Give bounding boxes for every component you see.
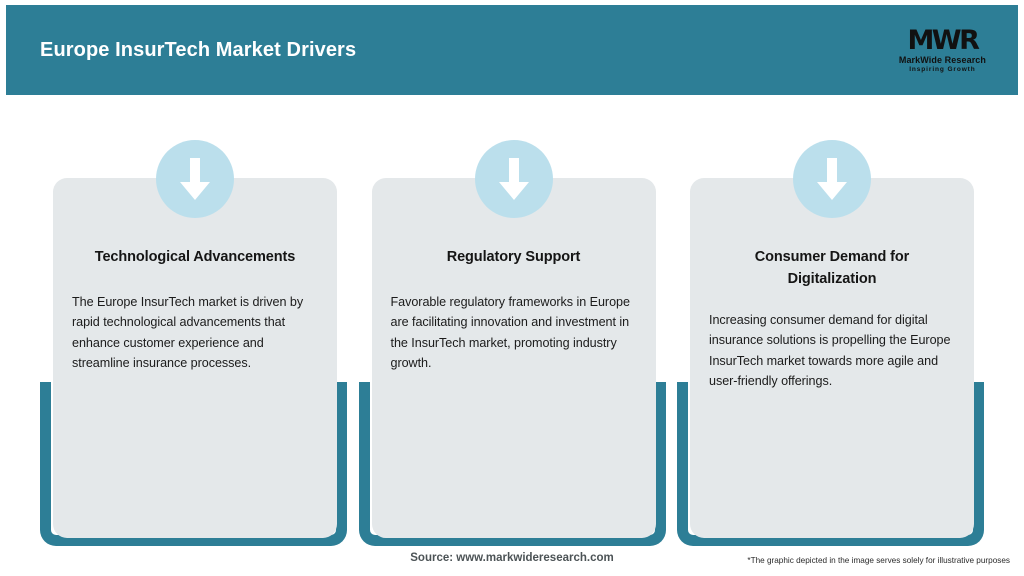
driver-card-body-1: Technological Advancements The Europe In… <box>53 140 337 538</box>
driver-card-title-3: Consumer Demand for Digitalization <box>754 249 910 288</box>
driver-card-2: Regulatory Support Favorable regulatory … <box>358 140 666 550</box>
driver-card-title-1: Technological Advancements <box>94 249 296 265</box>
card-bracket-frame <box>358 382 666 546</box>
driver-card-title-2: Regulatory Support <box>446 249 581 265</box>
driver-card-3: Consumer Demand for Digitalization Incre… <box>677 140 984 550</box>
markwide-research-logo: MWR MarkWide Research Inspiring Growth <box>899 27 990 74</box>
down-arrow-icon <box>793 140 871 218</box>
driver-card-text-1: The Europe InsurTech market is driven by… <box>72 295 304 371</box>
card-bracket-frame <box>40 382 347 546</box>
card-bracket-frame <box>677 382 984 546</box>
down-arrow-icon <box>156 140 234 218</box>
down-arrow-icon <box>474 140 553 218</box>
logo-company-name: MarkWide Research <box>898 54 986 65</box>
source-label: Source: www.markwideresearch.com <box>410 552 614 564</box>
drivers-card-row: Technological Advancements The Europe In… <box>40 140 984 550</box>
driver-card-text-2: Favorable regulatory frameworks in Europ… <box>390 295 631 371</box>
logo-mark-text: MWR <box>907 24 979 56</box>
disclaimer-note: *The graphic depicted in the image serve… <box>747 556 1010 565</box>
page-header: Europe InsurTech Market Drivers MWR Mark… <box>6 5 1018 95</box>
page-title: Europe InsurTech Market Drivers <box>40 38 357 61</box>
driver-card-text-3: Increasing consumer demand for digital i… <box>709 313 951 389</box>
driver-card-body-3: Consumer Demand for Digitalization Incre… <box>690 140 974 538</box>
driver-card-1: Technological Advancements The Europe In… <box>40 140 347 550</box>
driver-card-body-2: Regulatory Support Favorable regulatory … <box>371 140 656 538</box>
logo-tagline: Inspiring Growth <box>909 65 976 73</box>
